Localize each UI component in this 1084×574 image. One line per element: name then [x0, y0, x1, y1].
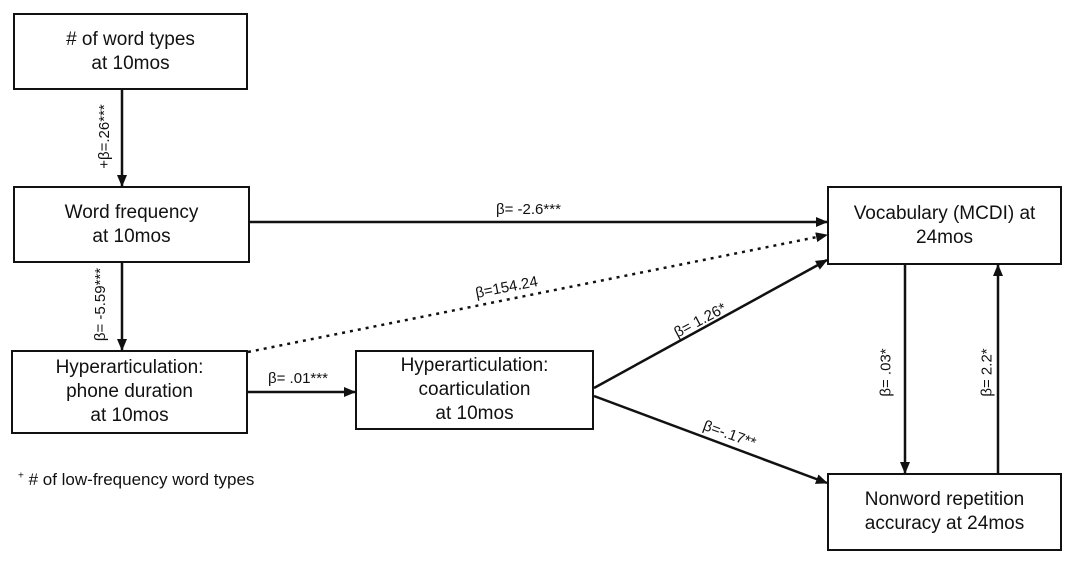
label-frequency-to-phone: β= -5.59*** [92, 267, 110, 342]
footnote: + # of low-frequency word types [18, 470, 254, 490]
label-frequency-to-vocabulary: β= -2.6*** [496, 201, 561, 218]
label-phone-to-coarticulation: β= .01*** [268, 370, 328, 387]
label-types-to-frequency: +β=.26*** [95, 104, 113, 169]
label-nonword-to-vocabulary: β= 2.2* [978, 348, 996, 397]
arrow-coarticulation-to-nonword [593, 394, 828, 485]
arrow-coarticulation-to-vocabulary [593, 258, 828, 390]
arrow-phone-to-vocabulary [247, 232, 828, 354]
label-vocabulary-to-nonword: β= .03* [877, 348, 895, 397]
footnote-text: # of low-frequency word types [28, 470, 255, 489]
footnote-marker: + [18, 470, 24, 482]
